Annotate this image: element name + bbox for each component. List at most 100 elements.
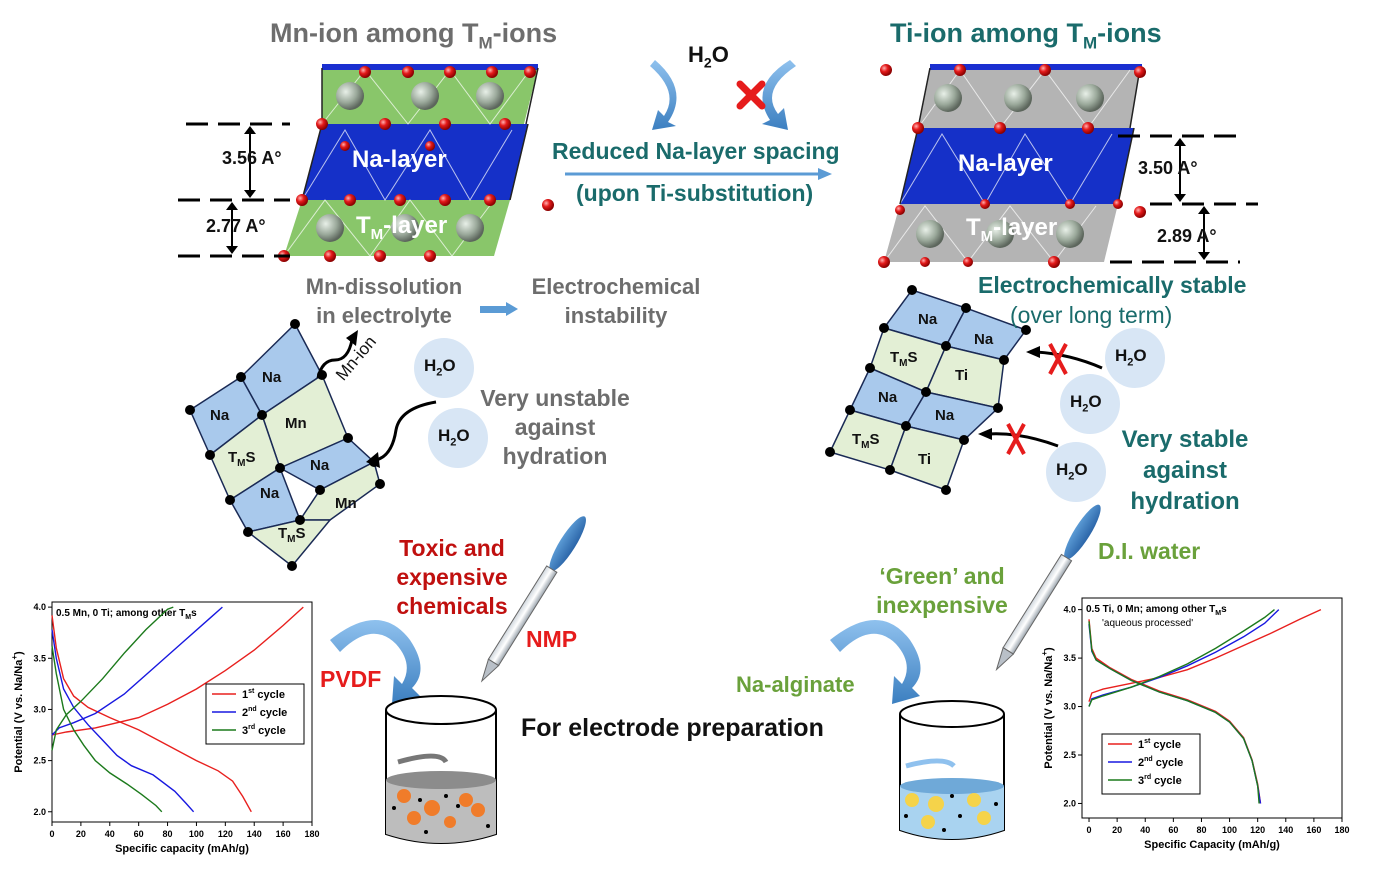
na-alginate-arrow <box>830 620 921 704</box>
y-tick-label: 3.5 <box>1063 653 1076 663</box>
left-cell-frame <box>301 67 539 201</box>
left-na-layer-label: Na-layer <box>352 146 447 173</box>
right-cell-label-ti-1: Ti <box>955 367 968 384</box>
right-na-layer <box>900 128 1134 204</box>
left-crystal-structure <box>178 64 554 262</box>
left-oxygen-atoms <box>278 66 554 262</box>
right-cell-label-na-4: Na <box>935 407 955 424</box>
y-tick-label: 3.0 <box>1063 702 1076 712</box>
reduced-spacing-line1: Reduced Na-layer spacing <box>552 138 840 164</box>
series-line-charge <box>51 606 304 736</box>
left-cell-label-na-4: Na <box>260 485 280 502</box>
series-line-charge <box>51 606 174 751</box>
left-cell-label-na-2: Na <box>210 407 230 424</box>
right-tm-layer-label: TM-layer <box>966 214 1058 245</box>
left-cell-tms-2 <box>246 519 332 568</box>
x-tick-label: 60 <box>134 829 144 839</box>
left-carbon-dots <box>392 794 490 834</box>
series-line-charge <box>1088 609 1275 707</box>
right-blocked-arrows <box>978 343 1103 455</box>
pvdf-arrow <box>330 620 421 704</box>
x-tick-label: 20 <box>76 829 86 839</box>
left-cell-label-na-1: Na <box>262 369 282 386</box>
y-tick-label: 2.5 <box>33 756 46 766</box>
legend-entry: 1st cycle <box>1138 738 1181 751</box>
left-water-bubble-1 <box>414 338 474 398</box>
x-tick-label: 0 <box>1087 825 1092 835</box>
right-cell-label-tms-2: TMS <box>852 431 880 451</box>
pvdf-label: PVDF <box>320 666 382 692</box>
left-dissolution-arrow <box>480 302 518 316</box>
center-water-arrows <box>650 60 796 130</box>
right-carbon-dots <box>904 794 998 832</box>
left-water-label-2: H2O <box>438 426 470 449</box>
series-line-discharge <box>51 645 163 813</box>
left-cell-label-tms-1: TMS <box>228 449 256 469</box>
right-cell-grid <box>828 289 1028 491</box>
left-water-arrowhead <box>366 452 380 468</box>
water-pipette-bulb <box>1064 504 1101 560</box>
chart-title: 0.5 Ti, 0 Mn; among other TMs <box>1086 604 1227 617</box>
left-cell-label-tms-2: TMS <box>278 525 306 545</box>
right-water-bubble-2 <box>1060 374 1120 434</box>
chart-title: 0.5 Mn, 0 Ti; among other TMs <box>56 608 197 621</box>
right-water-label-2: H2O <box>1070 392 1102 415</box>
center-transition-arrow <box>565 168 832 180</box>
x-tick-label: 40 <box>105 829 115 839</box>
series-line-discharge <box>1088 621 1260 804</box>
y-tick-label: 3.0 <box>33 704 46 714</box>
left-beaker-setup <box>330 516 586 844</box>
y-tick-label: 2.0 <box>33 807 46 817</box>
right-beaker-rim <box>899 700 1005 728</box>
right-tm-spacing: 2.89 A° <box>1157 226 1217 246</box>
y-tick-label: 4.0 <box>33 602 46 612</box>
x-tick-label: 120 <box>1250 825 1265 835</box>
left-cell-label-na-3: Na <box>310 457 330 474</box>
right-cell-vertices <box>825 285 1031 495</box>
left-cell-grid <box>189 322 381 568</box>
x-tick-label: 160 <box>276 829 291 839</box>
x-tick-label: 0 <box>49 829 54 839</box>
x-tick-label: 40 <box>1140 825 1150 835</box>
water-arrow-left <box>650 60 677 130</box>
x-tick-label: 140 <box>247 829 262 839</box>
legend-entry: 1st cycle <box>242 688 285 701</box>
right-cell-label-tms-1: TMS <box>890 349 918 369</box>
left-na-layer <box>302 124 528 200</box>
left-cell-labels: Na Na Mn TMS Na Na Mn TMS <box>210 369 357 545</box>
legend-entry: 3rd cycle <box>242 724 286 737</box>
series-line-discharge <box>51 629 195 813</box>
electrode-preparation-text: For electrode preparation <box>521 714 824 742</box>
right-water-label-3: H2O <box>1056 460 1088 483</box>
right-particles <box>905 793 991 829</box>
y-axis-label: Potential (V vs. Na/Na+) <box>1040 647 1055 769</box>
di-water-label: D.I. water <box>1098 538 1201 564</box>
right-na-spacing: 3.50 A° <box>1138 158 1198 178</box>
left-title: Mn-ion among TM-ions <box>270 18 558 53</box>
y-tick-label: 2.5 <box>1063 750 1076 760</box>
right-cell-labels: Na Na TMS Ti Na Na TMS Ti <box>852 311 994 468</box>
left-spacing-arrowheads <box>226 126 256 254</box>
reduced-spacing-line2: (upon Ti-substitution) <box>576 180 814 206</box>
na-alginate-label: Na-alginate <box>736 672 855 697</box>
right-title: Ti-ion among TM-ions <box>890 18 1162 53</box>
x-tick-label: 180 <box>304 829 319 839</box>
right-water-label-1: H2O <box>1115 346 1147 369</box>
left-cell-vertices <box>185 319 385 571</box>
right-na-layer-label: Na-layer <box>958 150 1053 177</box>
x-tick-label: 180 <box>1334 825 1349 835</box>
right-crystal-structure <box>878 64 1258 268</box>
series-line-charge <box>1088 609 1280 707</box>
x-tick-label: 140 <box>1278 825 1293 835</box>
legend-entry: 2nd cycle <box>1138 756 1183 769</box>
left-beaker-rim <box>385 695 497 725</box>
left-water-bubble-2 <box>428 408 488 468</box>
long-term-text: (over long term) <box>1010 302 1173 328</box>
right-beaker-setup <box>830 504 1101 840</box>
